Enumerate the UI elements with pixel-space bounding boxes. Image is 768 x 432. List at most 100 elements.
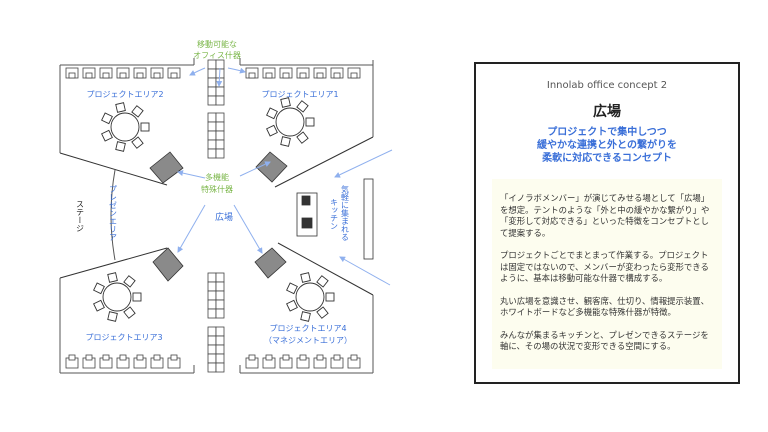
chair: [316, 306, 329, 319]
shelf-cell: [215, 272, 225, 283]
chair: [153, 72, 161, 79]
chair: [265, 72, 273, 79]
shelf-cell: [207, 139, 217, 150]
shelf-cell: [215, 121, 225, 132]
chair: [140, 122, 150, 132]
shelf-cell: [207, 77, 217, 88]
arrows: [177, 67, 393, 286]
stage-label: ステージ: [76, 200, 85, 232]
chair: [131, 136, 144, 149]
chair: [136, 354, 144, 361]
chair: [350, 354, 358, 361]
chair: [333, 72, 341, 79]
shelves: [207, 59, 225, 373]
round-tables: [93, 97, 335, 322]
chair: [325, 292, 335, 302]
shelf-cell: [215, 148, 225, 159]
chair: [299, 72, 307, 79]
description-paragraph: プロジェクトごとでまとまって作業する。プロジェクトは固定ではないので、メンバーが…: [500, 250, 709, 283]
chair: [153, 354, 161, 361]
shelf-cell: [207, 353, 217, 364]
description-paragraph: みんなが集まるキッチンと、プレゼンできるステージを軸に、その場の状況で変形できる…: [500, 329, 709, 352]
chair: [101, 112, 113, 125]
chair: [333, 354, 341, 361]
walls: [59, 58, 374, 374]
chair: [248, 354, 256, 361]
shelf-cell: [215, 86, 225, 97]
shelf-cell: [215, 290, 225, 301]
shelf-cell: [215, 59, 225, 70]
chair: [107, 311, 118, 322]
panel-subtitle: Innolab office concept 2: [546, 80, 668, 91]
shelf-cell: [215, 281, 225, 292]
floor-plan: 移動可能な オフィス什器 プロジェクトエリア2 プロジェクトエリア1 プロジェク…: [59, 39, 393, 374]
shelf-cell: [215, 299, 225, 310]
chair: [123, 275, 136, 288]
shelf-cell: [207, 344, 217, 355]
chair: [266, 124, 278, 137]
shelf-cell: [215, 130, 225, 141]
area2-label: プロジェクトエリア2: [86, 90, 163, 99]
chair: [119, 354, 127, 361]
shelf-cell: [215, 344, 225, 355]
round-table: [275, 107, 305, 137]
area4-label: プロジェクトエリア4: [269, 324, 346, 333]
area4-sub-label: （マネジメントエリア）: [264, 336, 352, 345]
area3-label: プロジェクトエリア3: [85, 333, 162, 342]
kitchen-island: [296, 178, 374, 260]
chair: [102, 354, 110, 361]
shelf-cell: [207, 112, 217, 123]
shelf-cell: [207, 326, 217, 337]
movable-furniture-label: オフィス什器: [193, 50, 241, 60]
chair: [299, 354, 307, 361]
catch-line: 柔軟に対応できるコンセプト: [542, 153, 672, 164]
desk-rows: [65, 67, 361, 369]
concept-panel: Innolab office concept 2 広場 プロジェクトで集中しつつ…: [474, 62, 740, 384]
shelf-cell: [207, 299, 217, 310]
round-table: [110, 112, 140, 142]
kitchen-label: 気軽に集まれる: [341, 184, 350, 241]
description-paragraph: 「イノラボメンバー」が演じてみせる場として「広場」を想定。テントのような「外と中…: [500, 193, 710, 238]
chair: [282, 354, 290, 361]
shelf-cell: [207, 68, 217, 79]
chair: [266, 107, 278, 120]
shelf-cell: [215, 139, 225, 150]
chair: [123, 306, 136, 319]
chair: [300, 272, 311, 283]
chair: [286, 299, 298, 312]
chair: [85, 354, 93, 361]
chair: [102, 72, 110, 79]
chair: [131, 105, 144, 118]
shelf-cell: [215, 326, 225, 337]
multi-function-units: [149, 151, 288, 282]
chair: [265, 354, 273, 361]
shelf-cell: [207, 148, 217, 159]
multi-furniture-label: 特殊什器: [201, 184, 233, 194]
shelf-cell: [207, 121, 217, 132]
chair: [316, 275, 329, 288]
shelf-cell: [215, 77, 225, 88]
chair: [68, 354, 76, 361]
chair: [282, 72, 290, 79]
chair: [115, 102, 126, 113]
shelf-cell: [215, 362, 225, 373]
chair: [300, 311, 311, 322]
chair: [305, 117, 315, 127]
description-box: 「イノラボメンバー」が演じてみせる場として「広場」を想定。テントのような「外と中…: [492, 179, 722, 369]
chair: [296, 100, 309, 113]
chair: [107, 272, 118, 283]
chair: [280, 97, 291, 108]
round-table: [295, 282, 325, 312]
shelf-cell: [207, 281, 217, 292]
chair: [119, 72, 127, 79]
chair: [286, 282, 298, 295]
chair: [68, 72, 76, 79]
panel-title: 広場: [593, 104, 621, 120]
shelf-cell: [215, 308, 225, 319]
shelf-cell: [215, 112, 225, 123]
chair: [101, 129, 113, 142]
chair: [280, 136, 291, 147]
chair: [248, 72, 256, 79]
catch-line: 緩やかな連携と外との繋がりを: [537, 140, 677, 151]
plaza-label: 広場: [215, 211, 233, 223]
